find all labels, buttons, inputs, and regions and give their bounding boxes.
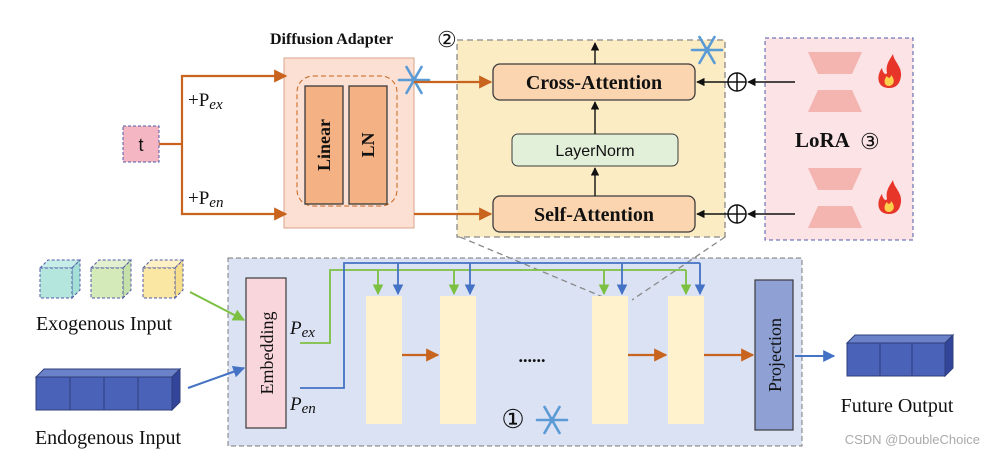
lora-label: LoRA <box>795 128 851 152</box>
lora-down-projection <box>808 90 862 112</box>
exogenous-cube <box>38 258 82 300</box>
zoom-line-left <box>459 236 611 301</box>
endogenous-bus <box>300 262 700 389</box>
fire-icon <box>878 180 902 214</box>
ln-label: LN <box>358 132 378 157</box>
linear-label: Linear <box>314 119 334 171</box>
add-icon <box>727 204 747 224</box>
exogenous-input-label: Exogenous Input <box>36 313 173 335</box>
self-attention-block <box>492 195 696 233</box>
transformer-layer <box>592 296 628 424</box>
cross-attention-label: Cross-Attention <box>526 72 662 94</box>
snowflake-icon <box>397 65 431 95</box>
lora-marker: ③ <box>860 129 880 154</box>
layernorm-label: LayerNorm <box>555 143 634 160</box>
timestep-label: t <box>138 135 143 155</box>
exogenous-cube <box>89 258 133 300</box>
orange-route-pen <box>180 144 288 221</box>
backbone-pex-label: Pex <box>289 318 315 341</box>
layers-ellipsis: ...... <box>519 346 546 366</box>
lora-up-projection <box>808 168 862 190</box>
endogenous-input-label: Endogenous Input <box>35 427 182 449</box>
linear-block <box>304 85 344 205</box>
exogenous-bus <box>300 269 686 344</box>
snowflake-icon <box>535 405 569 435</box>
adapter-inner-dashed <box>296 75 398 207</box>
pen-plus-label: +Pen <box>188 188 223 211</box>
backbone-pen-label: Pen <box>289 394 316 417</box>
zoom-line-right <box>631 236 726 301</box>
embedding-block <box>245 277 287 429</box>
projection-block <box>754 279 794 431</box>
transformer-layer <box>366 296 402 424</box>
embedding-label: Embedding <box>257 312 277 395</box>
ln-block <box>348 85 388 205</box>
watermark: CSDN @DoubleChoice <box>845 432 980 447</box>
backbone-panel <box>227 257 803 447</box>
endogenous-series <box>34 367 182 412</box>
fire-icon <box>878 54 902 88</box>
self-attention-label: Self-Attention <box>534 204 654 226</box>
lora-down-projection <box>808 206 862 228</box>
transformer-layer <box>668 296 704 424</box>
exogenous-cube <box>141 258 185 300</box>
adapter-marker: ② <box>437 27 457 52</box>
timestep-box <box>122 125 160 163</box>
backbone-marker: ① <box>501 405 524 434</box>
snowflake-icon <box>690 35 724 65</box>
arrow-endo-to-embedding <box>187 365 246 389</box>
future-output-series <box>845 333 955 378</box>
cross-attention-block <box>492 63 696 101</box>
add-icon <box>727 72 747 92</box>
pex-plus-label: +Pex <box>188 90 223 113</box>
lora-up-projection <box>808 52 862 74</box>
projection-label: Projection <box>765 318 785 392</box>
orange-route-pex <box>180 69 288 144</box>
transformer-layer <box>440 296 476 424</box>
arrow-exo-to-embedding <box>189 291 246 321</box>
adapter-title: Diffusion Adapter <box>270 31 393 48</box>
future-output-label: Future Output <box>841 395 954 417</box>
